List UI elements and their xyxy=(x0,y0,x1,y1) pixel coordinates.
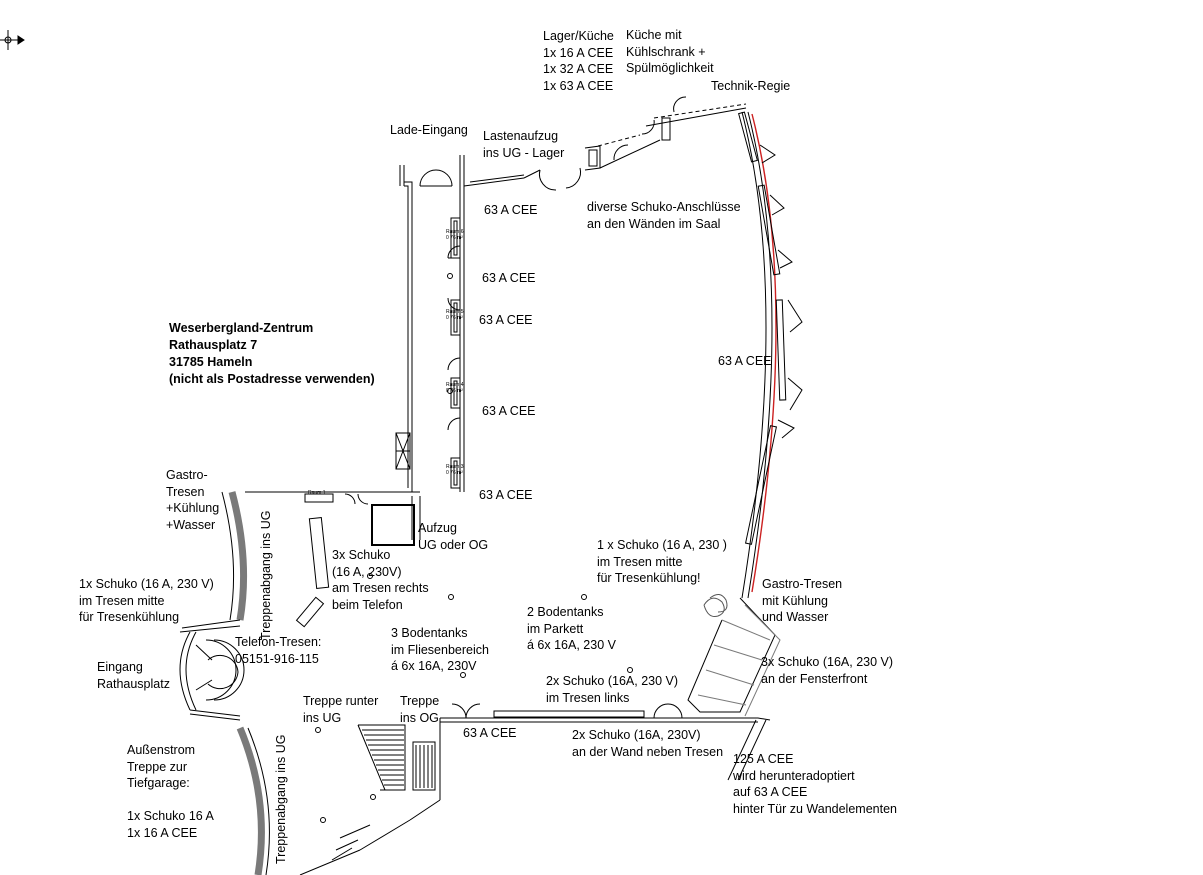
right-gastro-counter xyxy=(687,594,781,717)
label-schuko-right-mid: 1 x Schuko (16 A, 230 ) im Tresen mitte … xyxy=(597,538,727,585)
corridor-walls xyxy=(245,155,465,540)
bottom-wall xyxy=(299,703,771,875)
venue-name: Weserbergland-Zentrum xyxy=(169,321,314,335)
label-schuko-walls: diverse Schuko-Anschlüsse an den Wänden … xyxy=(587,200,741,231)
label-treppenabgang-2: Treppenabgang ins UG xyxy=(274,734,288,864)
label-bodentanks-2: 2 Bodentanks im Parkett á 6x 16A, 230 V xyxy=(527,605,616,652)
label-cee-1: 63 A CEE xyxy=(484,203,538,217)
label-cee-4: 63 A CEE xyxy=(718,354,772,368)
label-schuko-wand: 2x Schuko (16A, 230V) an der Wand neben … xyxy=(572,728,724,759)
floor-tanks xyxy=(315,573,633,823)
label-lager-kueche: Lager/Küche 1x 16 A CEE 1x 32 A CEE 1x 6… xyxy=(543,29,614,93)
label-schuko-3x: 3x Schuko (16 A, 230V) am Tresen rechts … xyxy=(332,548,429,612)
room-4-label: Raum 4 0 76 m² xyxy=(446,382,464,394)
label-bodentanks-3: 3 Bodentanks im Fliesenbereich á 6x 16A,… xyxy=(391,626,489,673)
label-technik-regie: Technik-Regie xyxy=(711,79,791,93)
label-cee-6: 63 A CEE xyxy=(479,488,533,502)
staircase xyxy=(331,724,436,861)
label-cee-2: 63 A CEE xyxy=(482,271,536,285)
label-cee-7: 63 A CEE xyxy=(463,726,517,740)
label-treppenabgang-1: Treppenabgang ins UG xyxy=(259,510,273,640)
label-schuko-links: 2x Schuko (16A, 230 V) im Tresen links xyxy=(546,674,679,705)
north-arrow-icon xyxy=(0,30,25,50)
label-schuko-left: 1x Schuko (16 A, 230 V) im Tresen mitte … xyxy=(79,577,214,624)
label-cee-3: 63 A CEE xyxy=(479,313,533,327)
room-1-label: Raum 1 xyxy=(308,490,326,496)
room-6-label: Raum 6 0 76 m² xyxy=(446,229,464,241)
label-aussenstrom: Außenstrom Treppe zur Tiefgarage: xyxy=(127,743,196,790)
label-schuko-fenster: 3x Schuko (16A, 230 V) an der Fensterfro… xyxy=(761,655,894,686)
label-kueche: Küche mit Kühlschrank + Spülmöglichkeit xyxy=(626,28,714,75)
label-treppe-ug: Treppe runter ins UG xyxy=(303,694,379,725)
venue-city: 31785 Hameln xyxy=(169,355,253,369)
venue-street: Rathausplatz 7 xyxy=(169,338,258,352)
label-lade-eingang: Lade-Eingang xyxy=(390,123,468,137)
loading-area xyxy=(399,96,747,191)
label-aufzug: Aufzug UG oder OG xyxy=(418,521,489,552)
label-lastenaufzug: Lastenaufzug ins UG - Lager xyxy=(483,129,565,160)
room-3-label: Raum 3 0 76 m² xyxy=(446,464,464,476)
label-aussenstrom-items: 1x Schuko 16 A 1x 16 A CEE xyxy=(127,809,214,840)
right-facade xyxy=(738,111,803,599)
label-treppe-og: Treppe ins OG xyxy=(400,694,440,725)
left-facade xyxy=(179,491,270,875)
venue-note: (nicht als Postadresse verwenden) xyxy=(169,372,375,386)
label-telefon: Telefon-Tresen: 05151-916-115 xyxy=(235,635,322,666)
label-cee-125: 125 A CEE wird herunteradoptiert auf 63 … xyxy=(733,752,897,816)
phone-counter xyxy=(295,493,415,628)
room-5-label: Raum 5 0 76 m² xyxy=(446,309,464,321)
label-gastro-right: Gastro-Tresen mit Kühlung und Wasser xyxy=(762,577,843,624)
label-cee-5: 63 A CEE xyxy=(482,404,536,418)
label-eingang: Eingang Rathausplatz xyxy=(97,660,170,691)
label-gastro-left: Gastro- Tresen +Kühlung +Wasser xyxy=(166,468,220,532)
